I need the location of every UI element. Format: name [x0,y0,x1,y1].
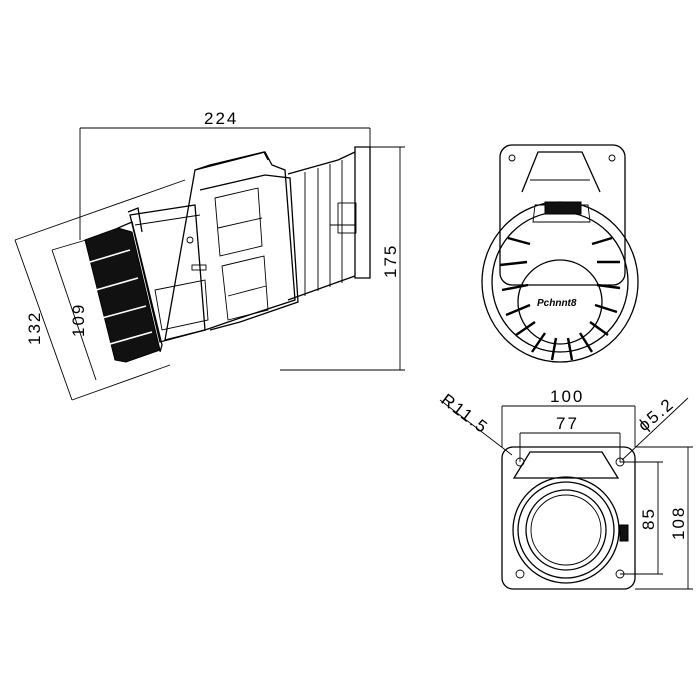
side-latch [337,202,357,234]
dim-flange-width: 100 [501,387,636,447]
dim-109-label: 109 [69,303,88,337]
front-center-cap [517,259,603,345]
dim-175-label: 175 [381,244,400,278]
flange-plate-side [354,146,371,279]
dim-hole-spacing-vertical: 85 [620,461,663,575]
dim-132-label: 132 [25,311,44,345]
dim-77-label: 77 [556,414,579,433]
flange-opening [525,489,607,571]
dim-diag-outer: 132 [14,179,186,401]
front-fins [499,236,621,361]
mount-hole-bl [515,569,525,579]
flange-plate [501,446,636,590]
front-hood [521,151,601,193]
flange-ring-outer [512,476,620,584]
dim-224-label: 224 [204,109,238,128]
flange-side-pin [619,524,629,542]
dim-108-label: 108 [669,506,688,540]
rear-body-ribs [304,160,343,296]
side-view: 224 175 132 109 [14,109,405,401]
dim-height: 175 [280,146,405,371]
flange-view: 100 77 R11.5 ϕ5.2 108 [438,387,693,590]
front-outer-body [481,201,639,363]
dim-100-label: 100 [550,387,584,406]
screw-hole [186,236,194,244]
lid [199,174,299,331]
lid-window-2 [221,255,269,321]
dim-radius: R11.5 [438,390,513,456]
lid-window-1 [214,187,263,257]
dim-hole-diameter: ϕ5.2 [621,394,689,461]
dim-hole-spacing: 77 [519,414,621,462]
dim-flange-height: 108 [635,446,693,590]
cable-clip [127,207,143,233]
flange-top-lug [512,451,620,479]
flange-back [499,144,626,286]
dim-r115-label: R11.5 [438,390,493,438]
front-view: Pchnnt8 [481,144,639,363]
dim-85-label: 85 [639,507,658,530]
brand-label: Pchnnt8 [537,298,577,309]
rear-body-outline [287,151,356,301]
side-panel [129,204,206,343]
dim-diag-inner: 109 [51,239,97,381]
dim-length: 224 [79,109,371,240]
top-handle [194,151,269,171]
dim-phi52-label: ϕ5.2 [634,394,678,435]
